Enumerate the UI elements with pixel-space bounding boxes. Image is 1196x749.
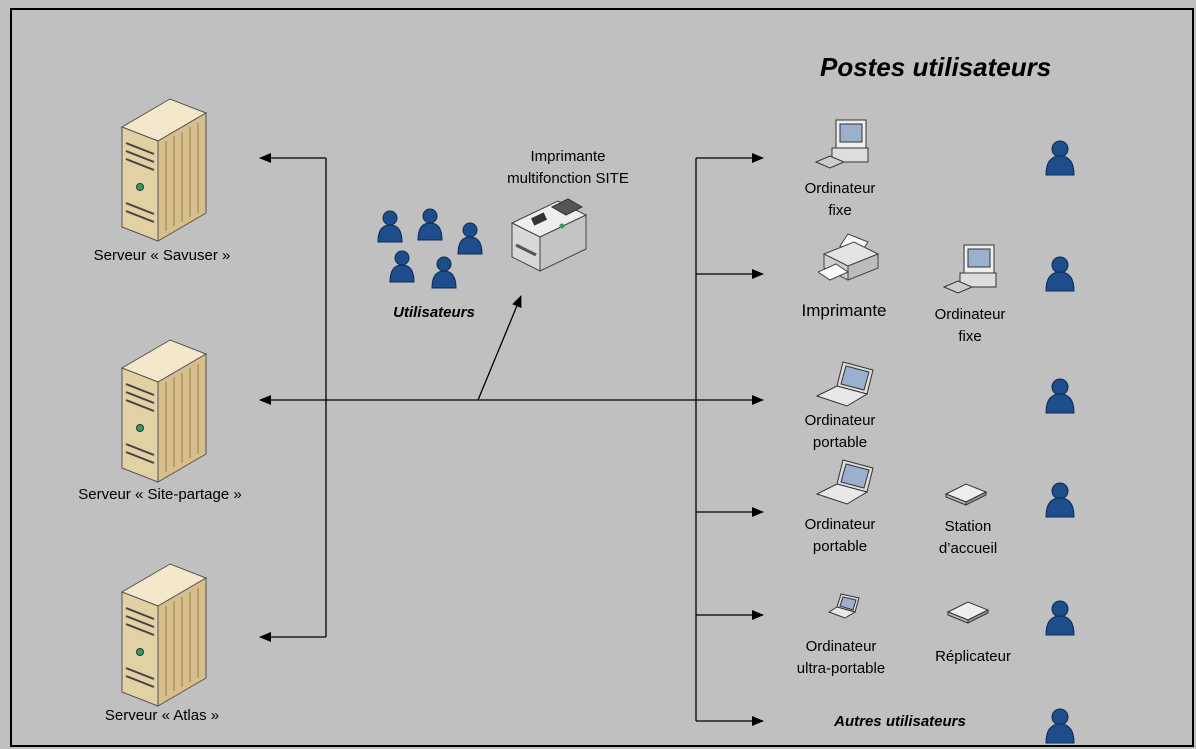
laptop-icon <box>815 459 874 505</box>
server-tower-icon <box>120 98 208 242</box>
printer-icon <box>510 198 588 272</box>
laptop-icon <box>827 593 860 619</box>
user-icon <box>1045 256 1075 292</box>
station-3-device-label: Ordinateur portable <box>804 412 876 451</box>
station-4-extra-label: Station d’accueil <box>938 518 998 557</box>
printer-icon <box>818 233 880 281</box>
station-2-extra-label: Ordinateur fixe <box>934 306 1006 345</box>
server-label-savuser: Serveur « Savuser » <box>93 247 231 264</box>
station-5-device-label: Ordinateur ultra-portable <box>796 638 886 677</box>
server-tower-icon <box>120 563 208 707</box>
users-group-label: Utilisateurs <box>393 304 475 321</box>
diagram-frame <box>10 8 1194 747</box>
user-icon <box>1045 482 1075 518</box>
station-4-device-label: Ordinateur portable <box>804 516 876 555</box>
station-6-label: Autres utilisateurs <box>834 713 966 730</box>
users-group-icon <box>377 208 483 289</box>
user-icon <box>1045 378 1075 414</box>
printer-mf-label: Imprimante multifonction SITE <box>507 148 629 187</box>
desktop-computer-icon <box>942 244 997 294</box>
diagram-title: Postes utilisateurs <box>820 52 1052 82</box>
user-icon <box>1045 140 1075 176</box>
station-2-device-label: Imprimante <box>801 301 887 320</box>
user-icon <box>1045 708 1075 744</box>
arrow-printer <box>477 295 522 401</box>
station-1-device-label: Ordinateur fixe <box>804 180 876 219</box>
server-label-site-partage: Serveur « Site-partage » <box>78 486 242 503</box>
desktop-computer-icon <box>814 119 869 169</box>
laptop-icon <box>815 361 874 407</box>
station-5-extra-label: Réplicateur <box>935 648 1011 665</box>
server-tower-icon <box>120 339 208 483</box>
server-label-atlas: Serveur « Atlas » <box>104 707 220 724</box>
docking-station-icon <box>944 483 988 506</box>
user-icon <box>1045 600 1075 636</box>
docking-station-icon <box>946 601 990 624</box>
